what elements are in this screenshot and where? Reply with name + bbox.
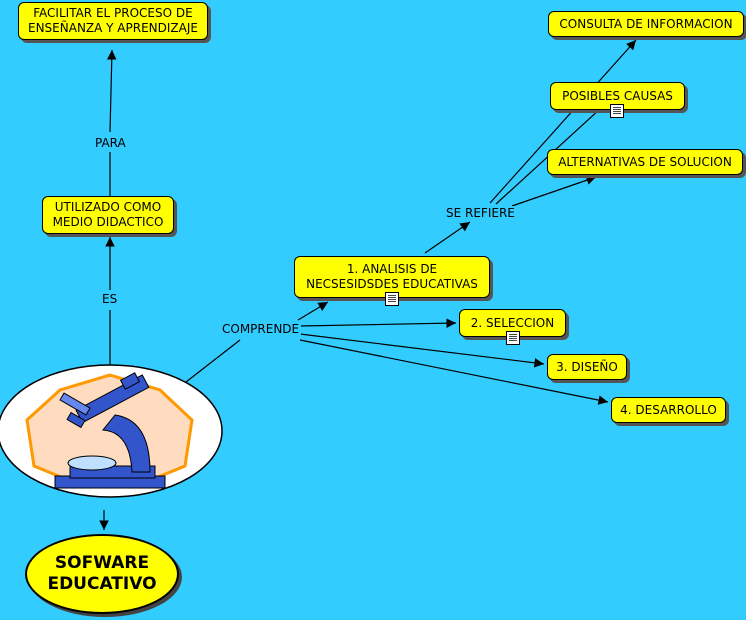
line-comprende-to-diseno [299, 333, 545, 368]
line-comprende-to-desarrollo [299, 339, 609, 405]
link-label-es: ES [100, 292, 120, 306]
node-utilizado[interactable]: UTILIZADO COMO MEDIO DIDACTICO [42, 196, 174, 234]
line-analisis-to-serefiere [424, 221, 471, 254]
link-label-se-refiere: SE REFIERE [444, 206, 517, 220]
node-diseno[interactable]: 3. DISEÑO [547, 354, 627, 380]
document-icon[interactable] [385, 292, 399, 306]
node-analisis[interactable]: 1. ANALISIS DE NECSESIDSDES EDUCATIVAS [294, 256, 490, 298]
line-comprende-to-seleccion [299, 318, 457, 328]
document-icon[interactable] [610, 104, 624, 118]
microscope-icon [54, 372, 166, 489]
node-consulta[interactable]: CONSULTA DE INFORMACION [548, 11, 744, 37]
node-facilitar[interactable]: FACILITAR EL PROCESO DE ENSEÑANZA Y APRE… [18, 2, 208, 40]
link-label-comprende: COMPRENDE [220, 322, 302, 336]
root-image-node[interactable] [0, 364, 223, 498]
document-icon[interactable] [506, 331, 520, 345]
link-label-para: PARA [93, 136, 128, 150]
line-root-to-comprende [185, 339, 241, 383]
connector-lines [99, 39, 637, 530]
node-sofware-educativo[interactable]: SOFWARE EDUCATIVO [25, 534, 179, 614]
line-serefiere-to-consulta [489, 39, 637, 204]
line-para-to-facilitar [106, 49, 117, 133]
node-alternativas[interactable]: ALTERNATIVAS DE SOLUCION [547, 149, 743, 175]
line-serefiere-to-alternativas [511, 175, 597, 207]
line-comprende-to-analisis [297, 301, 329, 321]
node-desarrollo[interactable]: 4. DESARROLLO [611, 397, 726, 423]
node-seleccion[interactable]: 2. SELECCION [459, 309, 566, 337]
